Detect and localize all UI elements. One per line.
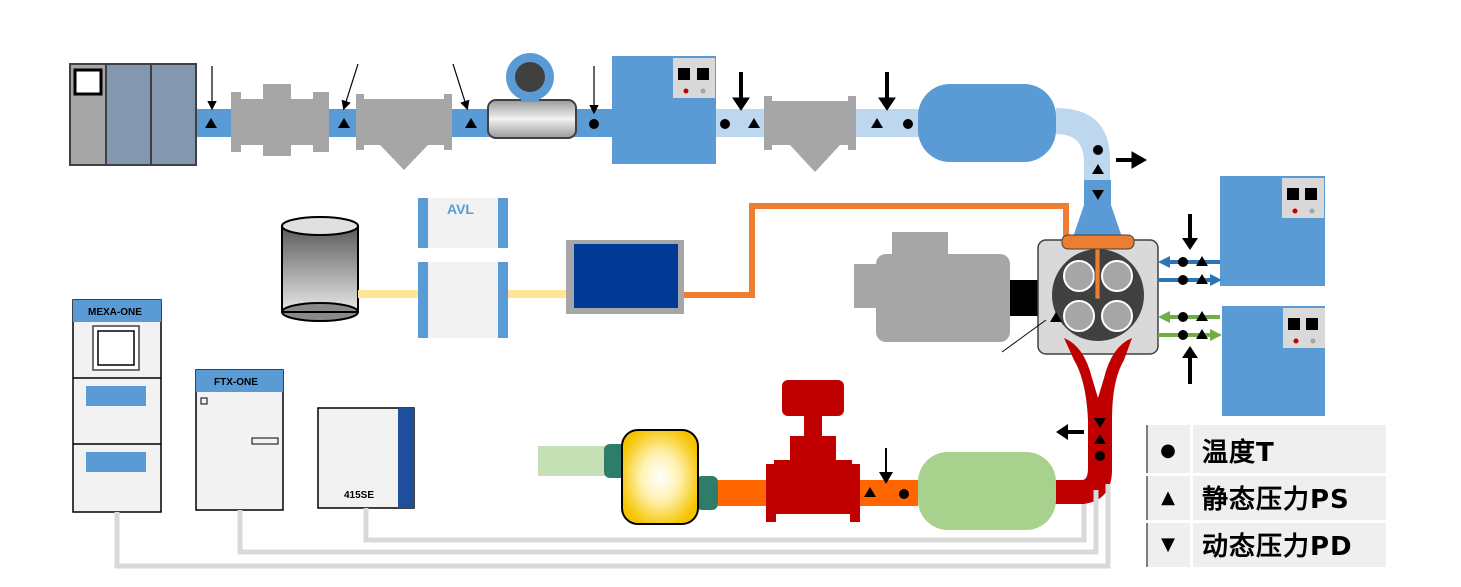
sensor-leader-lines: [207, 63, 599, 115]
exhaust-sensors: [1056, 418, 1106, 461]
legend-item-static-pressure: ▲ 静态压力PS: [1146, 475, 1386, 519]
intake-valve: [231, 84, 323, 156]
mexa-one-label: MEXA-ONE: [88, 307, 142, 318]
dynamometer: [854, 232, 1040, 342]
up-triangle-icon: ▲: [1161, 486, 1175, 508]
water-loop-arrows: [1158, 311, 1222, 384]
legend-label-static-pressure: 静态压力PS: [1202, 484, 1350, 515]
sampling-lines: [114, 484, 1111, 569]
ftx-one-label: FTX-ONE: [214, 377, 258, 388]
intake-plenum: [918, 84, 1056, 162]
exhaust-manifold: [1052, 338, 1132, 504]
catalyst: [918, 452, 1056, 530]
fuel-conditioner-box: [566, 240, 684, 314]
avl-fuel-meter: [418, 198, 508, 338]
mexa-one-analyzer: [72, 299, 162, 513]
pressure-arrows: [732, 72, 1148, 169]
legend-divider: [1190, 425, 1193, 567]
intake-line: [69, 53, 1148, 240]
filled-circle-icon: ●: [1160, 439, 1176, 461]
ftx-one-analyzer: [195, 369, 284, 511]
intake-filter-1: [356, 94, 452, 170]
legend-item-temperature: ● 温度T: [1146, 428, 1386, 472]
fuel-system: AVL: [281, 198, 684, 338]
oil-loop-arrows: [1158, 214, 1222, 286]
avl-label: AVL: [447, 201, 474, 217]
legend-separator: [1146, 473, 1386, 476]
legend-left-border: [1146, 425, 1148, 567]
exhaust-back-pressure-valve: [766, 380, 860, 522]
particle-filter-lamp: [621, 429, 699, 525]
legend-separator: [1146, 520, 1386, 523]
flow-meter: [487, 53, 577, 139]
legend-item-dynamic-pressure: ▼ 动态压力PD: [1146, 522, 1386, 566]
coolant-line: [684, 203, 1069, 298]
smoke-meter-label: 415SE: [344, 490, 374, 501]
fuel-tank: [281, 216, 359, 322]
legend-label-temperature: 温度T: [1202, 437, 1275, 468]
oil-conditioner-box: [1220, 176, 1325, 286]
exhaust-line: [538, 380, 1056, 530]
legend-label-dynamic-pressure: 动态压力PD: [1202, 531, 1353, 562]
water-conditioner-box: [1222, 306, 1325, 416]
intake-sensors: [205, 118, 1104, 200]
intake-conditioner-box: [612, 56, 716, 164]
legend: ● 温度T ▲ 静态压力PS ▼ 动态压力PD: [1146, 425, 1386, 567]
down-triangle-icon: ▼: [1161, 533, 1175, 555]
engine-block: [1001, 234, 1159, 355]
air-conditioning-cabinet: [69, 63, 197, 166]
intake-filter-2: [764, 96, 856, 172]
